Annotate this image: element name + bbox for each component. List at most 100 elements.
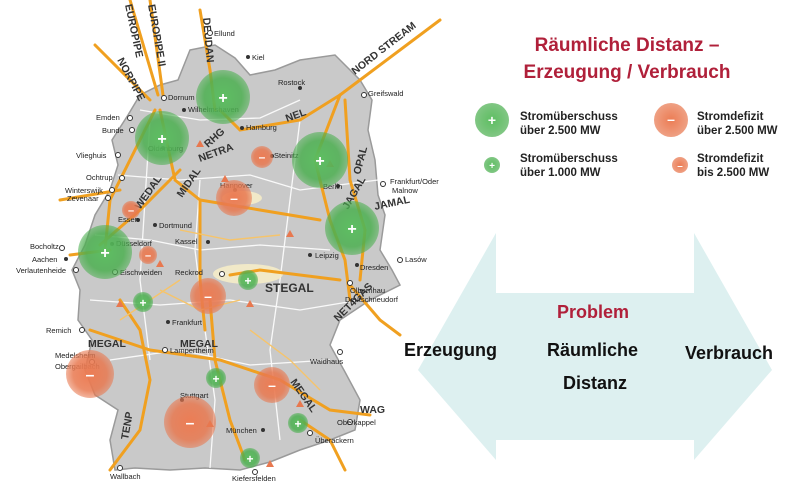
deficit-marker-small: – [139,246,157,264]
svg-text:Oberkappel: Oberkappel [337,418,376,427]
svg-text:–: – [186,415,195,432]
svg-text:Kiel: Kiel [252,53,265,62]
svg-text:+: + [100,245,109,262]
legend-label: bis 2.500 MW [697,167,770,179]
pipeline-label: TENP [119,411,136,441]
city-marker: Oberkappel [337,418,376,427]
problem-label: Problem [557,302,630,322]
svg-text:–: – [268,377,276,393]
legend-deficit-small-icon: – [672,157,688,173]
pipeline-label: NORD STREAM [349,20,418,78]
legend-label: über 1.000 MW [520,167,601,179]
legend-deficit-big-icon: – [654,103,688,137]
surplus-marker-big: + [78,225,132,279]
svg-text:+: + [315,153,324,170]
legend-deficit-small: Stromdefizit bis 2.500 MW [697,152,769,180]
svg-text:Hamburg: Hamburg [246,123,277,132]
svg-text:Emden: Emden [96,113,120,122]
city-marker: Reckrod [175,268,225,277]
svg-text:Zevenaar: Zevenaar [67,194,99,203]
surplus-markers: + + + + + + + + + + [78,70,379,468]
svg-text:Ellund: Ellund [214,29,235,38]
legend-label: Stromdefizit [697,153,764,165]
svg-text:Aachen: Aachen [32,255,57,264]
svg-text:Bocholtz: Bocholtz [30,242,59,251]
svg-text:Lasów: Lasów [405,255,427,264]
surplus-marker-small: + [240,448,260,468]
svg-text:+: + [488,112,496,128]
distance-line-1: Räumliche [547,340,639,360]
svg-text:Stuttgart: Stuttgart [180,391,209,400]
pipeline-label: STEGAL [265,281,314,295]
city-marker: Lasów [397,255,427,264]
title-line-1: Räumliche Distanz – [534,35,720,56]
svg-text:+: + [244,274,251,288]
city-marker: Kiefersfelden [232,469,276,483]
pipeline-label: EUROPIPE [122,3,145,59]
distance-line-2: Distanz [563,373,628,393]
legend-label: über 2.500 MW [697,125,778,137]
svg-text:–: – [667,111,675,127]
svg-text:Rostock: Rostock [278,78,305,87]
svg-text:+: + [347,221,356,238]
city-marker: Winterswijk [65,186,115,195]
svg-text:–: – [145,250,151,262]
svg-text:Vlieghuis: Vlieghuis [76,151,107,160]
svg-text:Greifswald: Greifswald [368,89,403,98]
surplus-marker-small: + [206,368,226,388]
svg-text:+: + [489,161,495,172]
svg-text:+: + [212,372,219,386]
pipeline-label: NORPIPE [114,56,147,103]
svg-text:–: – [230,190,238,206]
svg-text:Bunde: Bunde [102,126,124,135]
city-marker: Dresden [355,263,388,272]
city-marker: Ellund [207,29,235,38]
city-marker: Bocholtz [30,242,65,251]
legend-label: über 2.500 MW [520,125,601,137]
city-marker: Rostock [278,78,305,90]
svg-text:Deutschneudorf: Deutschneudorf [345,295,399,304]
legend-surplus-big: Stromüberschuss über 2.500 MW [520,110,618,138]
surplus-marker-big: + [196,70,250,124]
city-marker: München [226,426,265,435]
deficit-markers: – – – – – – – – [66,146,290,448]
surplus-marker-big: + [292,132,348,188]
svg-text:Reckrod: Reckrod [175,268,203,277]
svg-text:Dornum: Dornum [168,93,195,102]
city-marker: Überackern [307,430,354,445]
svg-text:Berlin: Berlin [323,182,342,191]
pipeline-label: WAG [360,404,385,416]
svg-text:Kiefersfelden: Kiefersfelden [232,474,276,483]
surplus-marker-small: + [288,413,308,433]
city-marker: Berlin [323,182,342,191]
svg-text:–: – [86,367,95,384]
legend-label: Stromüberschuss [520,153,618,165]
city-marker: Ochtrup [86,173,125,182]
surplus-marker-big: + [135,111,189,165]
city-marker: Leipzig [308,251,339,260]
city-marker: Dornum [161,93,195,102]
city-marker: Remich [46,326,85,335]
city-marker: Zevenaar [67,194,111,203]
pipeline-label: MEGAL [88,338,127,350]
deficit-marker-big: – [66,350,114,398]
surplus-marker-small: + [133,292,153,312]
svg-text:München: München [226,426,257,435]
svg-text:+: + [246,452,253,466]
deficit-marker-big: – [164,396,216,448]
city-marker: Greifswald [361,89,403,98]
svg-text:–: – [128,205,134,217]
verbrauch-label: Verbrauch [685,343,774,363]
deficit-marker-small: – [251,146,273,168]
legend-surplus-small-icon: + [484,157,500,173]
svg-text:Malnow: Malnow [392,186,418,195]
deficit-marker-big: – [216,180,252,216]
svg-text:Remich: Remich [46,326,71,335]
svg-text:Kassel: Kassel [175,237,198,246]
city-marker: Frankfurt [166,318,203,327]
svg-text:Ochtrup: Ochtrup [86,173,113,182]
city-marker: Waidhaus [310,349,343,366]
legend-surplus-big-icon: + [475,103,509,137]
